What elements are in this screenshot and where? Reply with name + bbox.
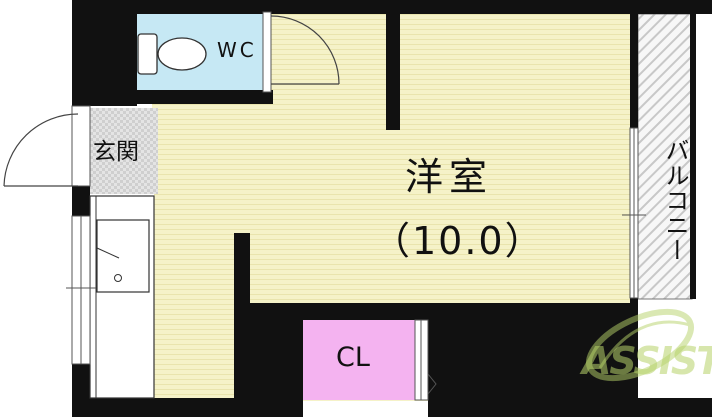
watermark-leaf-logo — [585, 308, 695, 382]
balcony-label: バルコニー — [661, 138, 689, 263]
toilet-fixture — [137, 33, 207, 75]
closet-floor — [303, 320, 415, 400]
closet-doors — [414, 319, 437, 401]
western-room-size-label: （10.0） — [372, 219, 545, 263]
closet-label: CL — [336, 342, 370, 373]
toilet-door — [262, 11, 340, 93]
balcony-sliding-window — [622, 127, 646, 299]
watermark-logo-text: ASSIST — [582, 339, 712, 383]
entrance-tile-floor — [90, 108, 158, 194]
entrance-door — [3, 105, 91, 187]
kitchen-counter — [89, 195, 155, 399]
toilet-label: WC — [217, 38, 257, 62]
walls — [72, 0, 712, 417]
western-room-label: 洋室 — [405, 155, 494, 199]
kitchen-window — [66, 215, 96, 365]
balcony-floor — [638, 14, 692, 299]
entrance-label: 玄関 — [93, 139, 139, 165]
